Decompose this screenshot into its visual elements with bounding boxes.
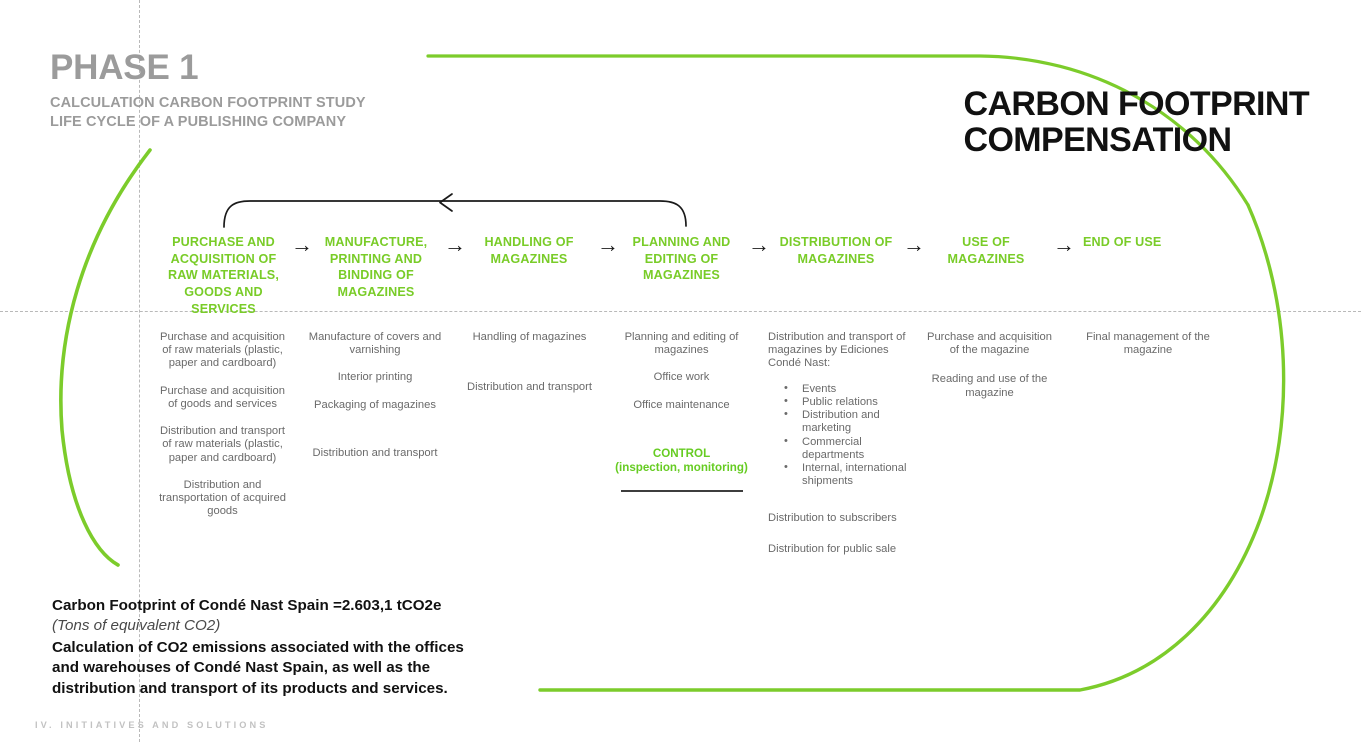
column-4-item-2: Office work: [653, 371, 710, 384]
column-5-intro: Distribution and transport of magazines …: [768, 331, 906, 370]
summary-description: Calculation of CO2 emissions associated …: [52, 638, 464, 700]
column-3-item-2: Distribution and transport: [467, 381, 592, 394]
list-item: Distribution and marketing: [780, 408, 908, 435]
column-2-item-1: Manufacture of covers and varnishing: [308, 331, 442, 357]
column-handling-of-magazines: Handling of magazines Distribution and t…: [457, 331, 602, 408]
stage-header-manufacture-printing-binding[interactable]: MANUFACTURE, PRINTING AND BINDING OF MAG…: [324, 235, 428, 300]
arrow-right-icon-3: →: [597, 232, 619, 257]
list-item: Public relations: [780, 395, 908, 409]
column-2-item-4: Distribution and transport: [312, 446, 438, 459]
column-distribution-of-magazines: Distribution and transport of magazines …: [768, 331, 908, 570]
column-end-of-use: Final management of the magazine: [1082, 331, 1214, 371]
phase-heading-block: PHASE 1 CALCULATION CARBON FOOTPRINT STU…: [50, 50, 366, 131]
control-label-line-1: CONTROL: [652, 446, 711, 460]
phase-title: PHASE 1: [50, 48, 199, 87]
column-2-item-3: Packaging of magazines: [314, 398, 436, 411]
column-4-control-label: CONTROL (inspection, monitoring): [610, 447, 753, 474]
column-manufacture-printing-binding: Manufacture of covers and varnishing Int…: [305, 331, 445, 474]
column-6-item-2: Reading and use of the magazine: [931, 373, 1048, 399]
compensation-title-line-2: COMPENSATION: [963, 121, 1233, 160]
column-1-item-3: Distribution and transport of raw materi…: [160, 425, 285, 464]
summary-footprint-value: Carbon Footprint of Condé Nast Spain =2.…: [52, 597, 442, 614]
column-5-item-after-2: Distribution for public sale: [768, 542, 897, 555]
column-1-item-4: Distribution and transportation of acqui…: [159, 478, 286, 518]
column-3-item-1: Handling of magazines: [472, 331, 587, 343]
stage-header-purchase-raw-materials[interactable]: PURCHASE AND ACQUISITION OF RAW MATERIAL…: [167, 235, 279, 316]
summary-description-line-3: distribution and transport of its produc…: [52, 680, 448, 698]
compensation-title: CARBON FOOTPRINT COMPENSATION: [964, 86, 1310, 158]
list-item: Internal, international shipments: [780, 461, 908, 488]
summary-description-line-1: Calculation of CO2 emissions associated …: [52, 638, 464, 656]
stage-header-end-of-use[interactable]: END OF USE: [1083, 235, 1162, 249]
stage-header-planning-editing[interactable]: PLANNING AND EDITING OF MAGAZINES: [632, 235, 731, 283]
arrow-right-icon-6: →: [1053, 232, 1075, 257]
column-1-item-2: Purchase and acquisition of goods and se…: [159, 384, 285, 410]
arrow-right-icon-1: →: [291, 232, 313, 257]
phase-subtitle-line-2: LIFE CYCLE OF A PUBLISHING COMPANY: [50, 113, 347, 130]
column-1-item-1: Purchase and acquisition of raw material…: [159, 331, 285, 370]
control-underline: [620, 490, 743, 493]
arc-left-green: [59, 148, 152, 567]
column-4-item-3: Office maintenance: [633, 398, 730, 411]
column-2-item-2: Interior printing: [337, 371, 413, 384]
column-5-item-after-1: Distribution to subscribers: [768, 512, 897, 525]
column-5-bullet-list: Events Public relations Distribution and…: [780, 382, 908, 489]
control-label-line-2: (inspection, monitoring): [615, 460, 748, 474]
arrow-right-icon-2: →: [444, 232, 466, 257]
footer-section-label: IV. INITIATIVES AND SOLUTIONS: [35, 720, 269, 730]
column-purchase-raw-materials: Purchase and acquisition of raw material…: [154, 331, 291, 532]
phase-subtitle-line-1: CALCULATION CARBON FOOTPRINT STUDY: [50, 95, 366, 111]
column-7-item-1: Final management of the magazine: [1086, 331, 1210, 357]
column-planning-editing: Planning and editing of magazines Office…: [610, 331, 753, 493]
stage-header-use-of-magazines[interactable]: USE OF MAGAZINES: [947, 235, 1025, 266]
phase-subtitle: CALCULATION CARBON FOOTPRINT STUDY LIFE …: [50, 94, 366, 131]
column-6-item-1: Purchase and acquisition of the magazine: [926, 331, 1052, 357]
column-use-of-magazines: Purchase and acquisition of the magazine…: [922, 331, 1057, 414]
feedback-arrowhead: [439, 193, 453, 212]
stage-header-distribution-of-magazines[interactable]: DISTRIBUTION OF MAGAZINES: [779, 235, 893, 266]
list-item: Commercial departments: [780, 435, 908, 462]
stage-header-handling-of-magazines[interactable]: HANDLING OF MAGAZINES: [484, 235, 574, 266]
arrow-right-icon-5: →: [903, 232, 925, 257]
summary-description-line-2: and warehouses of Condé Nast Spain, as w…: [52, 659, 431, 677]
feedback-arrow-path: [223, 200, 687, 228]
column-4-item-1: Planning and editing of magazines: [624, 331, 739, 357]
list-item: Events: [780, 382, 908, 396]
arrow-right-icon-4: →: [748, 232, 770, 257]
summary-units-note: (Tons of equivalent CO2): [52, 617, 221, 635]
compensation-title-line-1: CARBON FOOTPRINT: [963, 85, 1310, 123]
summary-block: Carbon Footprint of Condé Nast Spain =2.…: [52, 596, 464, 700]
